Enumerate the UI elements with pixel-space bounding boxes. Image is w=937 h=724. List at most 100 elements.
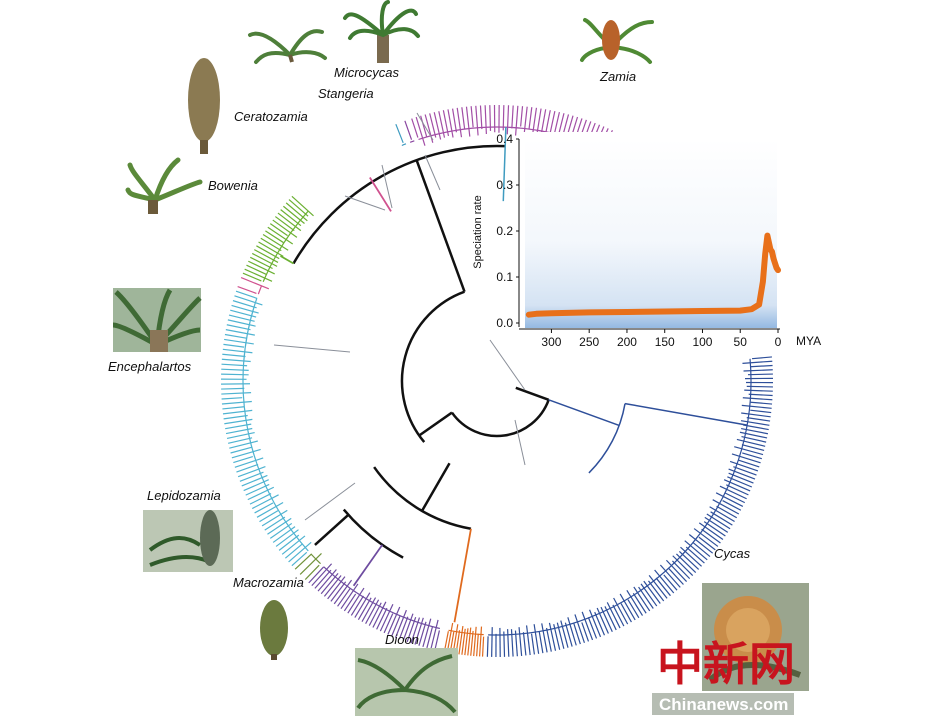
label-dioon: Dioon [385,632,419,647]
tip-cycas [746,417,771,422]
tip-cycas [507,629,510,657]
tip-encephalartos [224,333,247,339]
tip-macrozamia [361,597,377,623]
tip-cycas [594,611,606,636]
tip-encephalartos [235,290,258,299]
tip-cycas [486,636,489,657]
tips-microcycas [404,120,415,143]
tip-ceratozamia [244,268,273,282]
genus-labels: Microcycas Stangeria Zamia Ceratozamia B… [108,65,751,647]
tip-cycas [672,560,691,580]
tip-cycas [626,589,644,616]
tip-ceratozamia [285,202,308,222]
tip-zamia [451,108,458,133]
x-tick-label: 150 [655,335,675,349]
tip-encephalartos [222,348,253,354]
root-stem-cycas [515,386,550,401]
tip-zamia [461,107,466,129]
tip-encephalartos [275,529,299,547]
tip-ceratozamia [251,252,278,267]
tip-macrozamia [347,587,365,614]
clade-arc-macrozamia [323,566,440,630]
lepido-enceph-stem [314,513,350,546]
tips-ceratozamia [242,195,314,282]
tip-encephalartos [234,295,263,306]
tip-cycas [724,492,746,504]
x-tick-label: 300 [541,335,561,349]
tip-zamia [502,105,505,131]
root-arc [450,399,550,438]
tip-cycas [640,583,658,607]
tip-cycas [744,389,773,392]
bowenia-plant-illustration [125,157,203,214]
tip-cycas [643,580,661,604]
tip-ceratozamia [262,234,289,251]
clade-arc-microcycas [409,140,415,143]
tip-macrozamia [372,601,387,628]
tip-zamia [415,116,426,146]
tip-cycas [567,617,577,646]
tip-cycas [548,622,557,651]
tip-cycas [491,627,493,657]
tip-zamia [475,105,479,136]
tips-cycas [486,356,773,658]
tip-cycas [740,420,770,426]
tip-cycas [701,528,721,544]
tip-zamia [411,118,419,138]
tip-cycas [709,506,735,522]
tip-zamia [515,105,519,136]
tip-cycas [715,492,744,507]
tip-cycas [750,364,773,368]
tip-cycas [685,546,705,564]
clade-arc-dioon [448,629,484,636]
tip-ceratozamia [246,264,268,276]
tip-macrozamia [387,606,401,635]
tip-cycas [716,505,738,519]
clade-arc-cycas [488,358,752,636]
plant-illustrations [112,0,809,716]
tip-encephalartos [230,446,253,454]
tree-branches [280,127,748,623]
tip-macrozamia [422,618,432,648]
tip-cycas [750,401,773,405]
cycas-photo-illustration [702,583,809,691]
speciation-rate-line [525,232,781,318]
tip-encephalartos [224,338,254,345]
ceratozamia-stem [280,255,294,265]
clade-arc-encephalartos [242,298,309,552]
tip-zamia [506,105,510,135]
tip-cycas [742,452,762,460]
dioon-photo-illustration [355,648,458,716]
tip-cycas [672,555,694,577]
tip-zamia [433,112,442,140]
tip-cycas [706,513,731,530]
tip-cycas [510,629,514,657]
chinanews-watermark: 中新网 Chinanews.com [652,637,795,715]
tip-encephalartos [249,493,272,505]
tip-zamia [456,107,463,138]
tip-encephalartos [221,358,251,363]
tip-ceratozamia [272,219,298,238]
tip-encephalartos [237,466,266,478]
label-zamia: Zamia [599,69,636,84]
cycas-crown [624,402,748,426]
tip-encephalartos [239,471,264,482]
y-tick-label: 0.0 [496,316,513,330]
tip-encephalartos [234,457,264,468]
watermark-badge [652,693,794,715]
tip-cycas [564,622,573,647]
tip-ceratozamia [242,272,262,282]
tip-encephalartos [227,319,256,327]
tips-macrozamia [308,563,440,651]
tip-macrozamia [333,579,353,605]
tip-dioon [446,622,454,653]
stangeria-stem [502,127,507,202]
tip-cycas [741,435,767,443]
tip-encephalartos [221,368,249,371]
tip-cycas [692,542,711,558]
watermark-site: Chinanews.com [659,695,788,714]
tip-zamia [523,106,528,137]
tip-lepidozamia [294,553,313,570]
tip-cycas [525,625,531,656]
